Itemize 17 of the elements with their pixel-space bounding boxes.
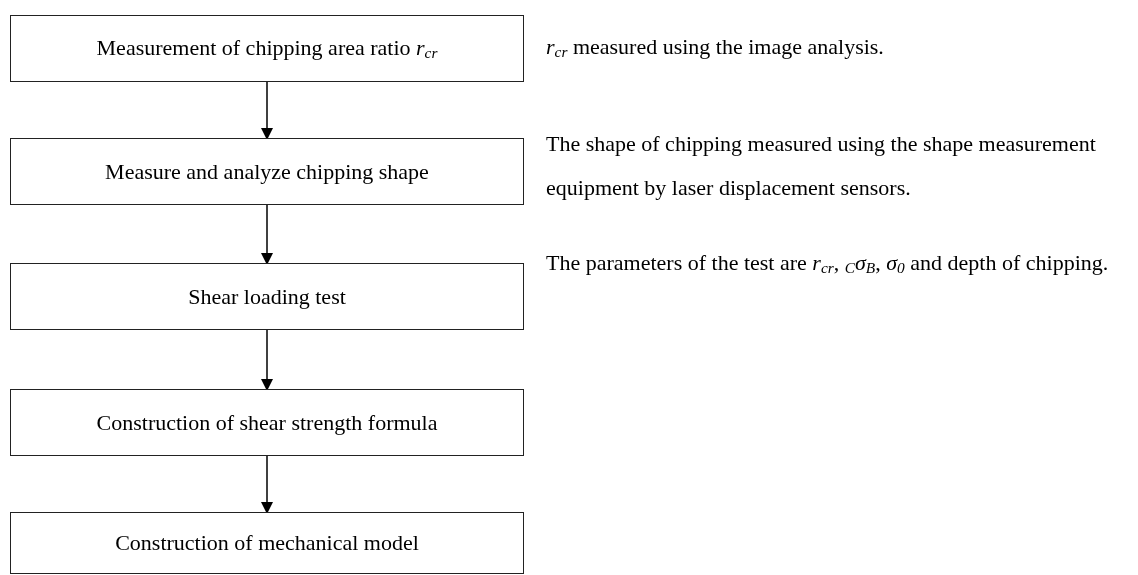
process-box bbox=[10, 138, 524, 205]
arrow bbox=[261, 81, 273, 140]
arrow bbox=[261, 455, 273, 514]
step-note: The parameters of the test are r$_{cr}$, $_{C}$σ$_{B}$, σ$_{0}$ and depth of chipping. bbox=[546, 249, 1110, 279]
process-box bbox=[10, 389, 524, 456]
arrow bbox=[261, 329, 273, 391]
step-label: Construction of mechanical model bbox=[115, 530, 419, 556]
process-box bbox=[10, 512, 524, 574]
arrow bbox=[261, 204, 273, 265]
step-label: Construction of shear strength formula bbox=[96, 409, 438, 436]
step-label: Shear loading test bbox=[188, 283, 346, 310]
process-box bbox=[10, 15, 524, 82]
step-note: r$_{cr}$ measured using the image analysis. bbox=[546, 33, 885, 63]
step-note: The shape of chipping measured using the shape measurement equipment by laser displacement sensors. bbox=[546, 130, 1097, 202]
step-label: Measurement of chipping area ratio r$_{cr}$ bbox=[96, 34, 438, 63]
process-box bbox=[10, 263, 524, 330]
step-label: Measure and analyze chipping shape bbox=[105, 158, 429, 185]
